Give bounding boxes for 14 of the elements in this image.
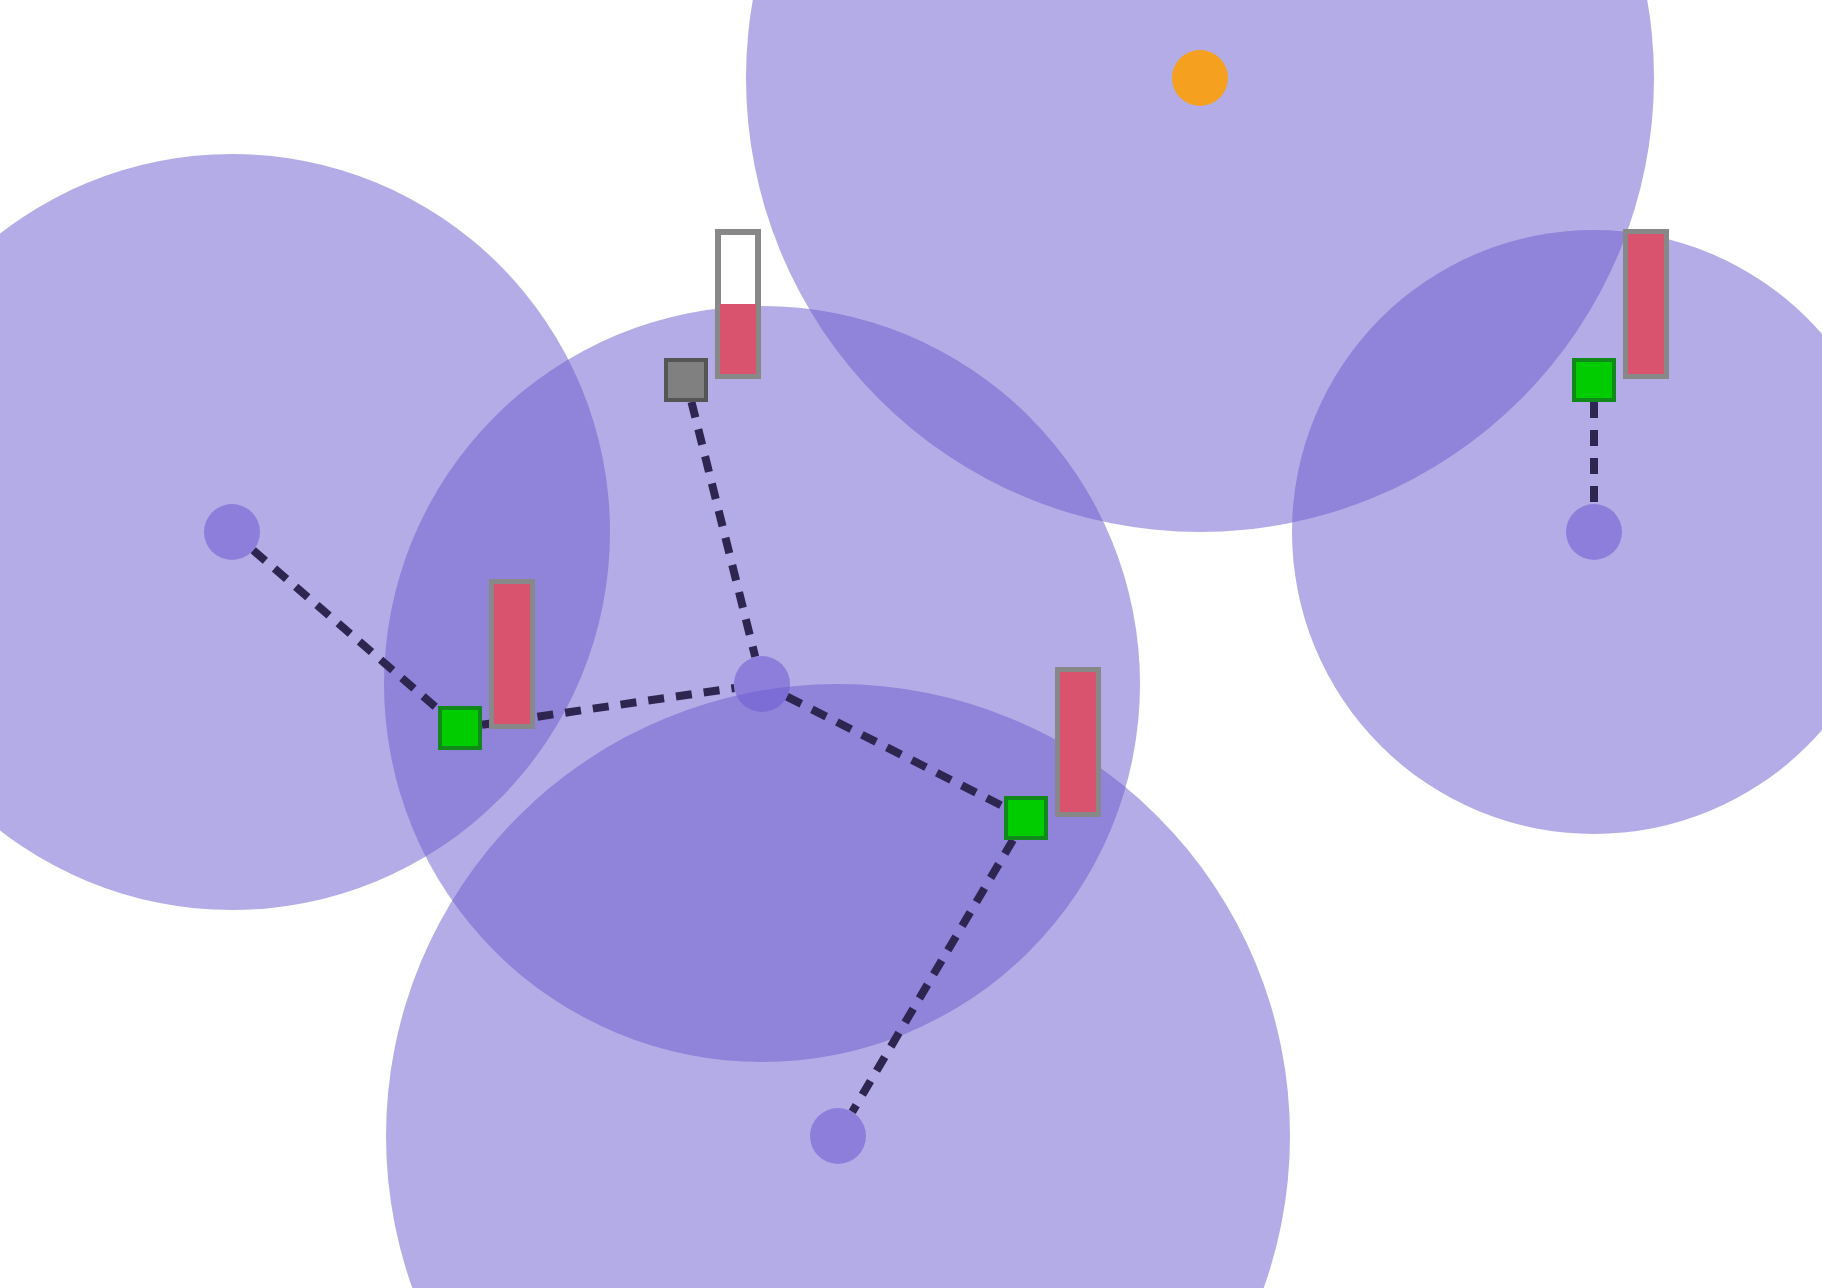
sensor-square — [1572, 358, 1616, 402]
link-line — [785, 693, 1006, 811]
link-line — [481, 684, 735, 729]
link-line — [250, 547, 441, 713]
station-dot — [734, 656, 790, 712]
sensor-square — [438, 706, 482, 750]
link-line — [1590, 402, 1598, 504]
station-dot — [1566, 504, 1622, 560]
sensor-square — [1004, 796, 1048, 840]
link-line — [848, 837, 1017, 1114]
station-dot — [810, 1108, 866, 1164]
sensor-square — [664, 358, 708, 402]
station-dot — [204, 504, 260, 560]
link-line — [687, 401, 760, 658]
